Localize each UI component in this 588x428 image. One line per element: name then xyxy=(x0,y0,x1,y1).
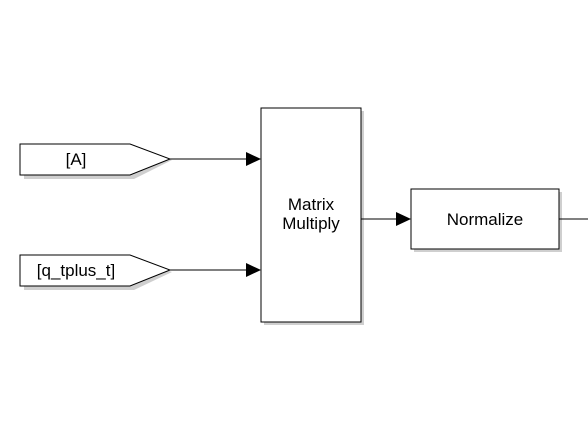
signal-line-q-to-multiply[interactable] xyxy=(170,263,261,277)
matrix-multiply-label-line2: Multiply xyxy=(282,214,340,233)
from-block-q-tplus-t-label: [q_tplus_t] xyxy=(37,261,115,280)
arrowhead-icon xyxy=(246,152,261,166)
normalize-block[interactable]: Normalize xyxy=(410,188,562,252)
matrix-multiply-block[interactable]: Matrix Multiply xyxy=(260,107,364,325)
from-block-a-label: [A] xyxy=(66,150,87,169)
arrowhead-icon xyxy=(246,263,261,277)
signal-line-a-to-multiply[interactable] xyxy=(170,152,261,166)
normalize-label: Normalize xyxy=(447,210,524,229)
arrowhead-icon xyxy=(396,212,411,226)
signal-line-multiply-to-normalize[interactable] xyxy=(361,212,411,226)
from-block-q-tplus-t[interactable]: [q_tplus_t] xyxy=(19,254,172,290)
from-block-a[interactable]: [A] xyxy=(19,143,172,179)
matrix-multiply-label-line1: Matrix xyxy=(288,195,335,214)
